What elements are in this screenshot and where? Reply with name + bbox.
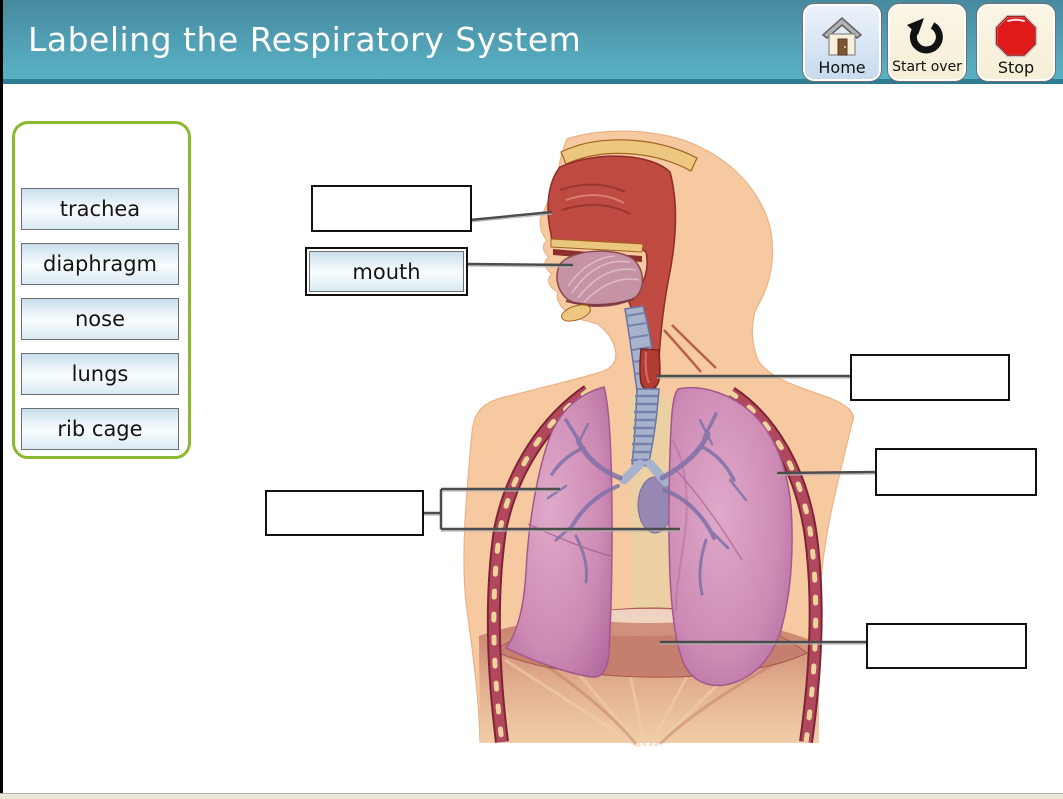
answer-box-nose[interactable]	[311, 185, 472, 232]
header-bar: Labeling the Respiratory System	[0, 0, 1063, 84]
rib-cage-band-left	[486, 385, 593, 745]
leader-bracket-lungs	[423, 487, 680, 531]
answer-box-diaphragm[interactable]	[866, 623, 1027, 669]
stop-button[interactable]: Stop	[976, 3, 1056, 82]
home-button-label: Home	[818, 58, 866, 77]
page-bottom-strip	[0, 793, 1063, 799]
start-over-button[interactable]: Start over	[887, 3, 967, 82]
leader-line-rib-cage	[776, 470, 878, 475]
page-title: Labeling the Respiratory System	[28, 20, 582, 59]
palate-bone	[550, 238, 644, 253]
stop-icon	[994, 14, 1038, 58]
word-bank-panel	[12, 121, 191, 459]
leader-line-nose	[469, 210, 553, 222]
esophagus	[639, 348, 661, 391]
nasal-cavity-pharynx	[547, 155, 677, 385]
trachea-neck	[624, 305, 657, 392]
leader-lines	[423, 213, 878, 645]
start-over-button-label: Start over	[892, 59, 962, 75]
abdominal-wall	[479, 615, 819, 742]
word-tile-nose[interactable]: nose	[21, 298, 179, 340]
rib-cage-band-right	[727, 387, 823, 745]
body-skin	[463, 130, 854, 743]
stop-button-label: Stop	[997, 58, 1035, 77]
page-left-border	[0, 0, 3, 799]
home-icon	[821, 16, 863, 56]
jaw-bone	[561, 304, 591, 322]
tongue	[556, 250, 644, 307]
answer-box-rib-cage[interactable]	[875, 448, 1037, 496]
answer-box-trachea[interactable]	[850, 354, 1010, 401]
restart-icon	[907, 18, 943, 54]
word-tile-trachea[interactable]: trachea	[21, 188, 179, 230]
left-lung	[504, 386, 613, 678]
leader-line-mouth	[465, 262, 574, 267]
right-lung	[668, 387, 793, 687]
answer-box-mouth[interactable]: mouth	[305, 247, 468, 296]
skull-bone	[560, 139, 698, 172]
home-button[interactable]: Home	[802, 3, 882, 82]
diaphragm	[492, 607, 808, 678]
word-tile-lungs[interactable]: lungs	[21, 353, 179, 395]
answer-box-lungs[interactable]	[265, 490, 424, 536]
word-tile-rib-cage[interactable]: rib cage	[21, 408, 179, 450]
trachea-chest	[631, 388, 660, 467]
word-tile-diaphragm[interactable]: diaphragm	[21, 243, 179, 285]
placed-tile-mouth[interactable]: mouth	[309, 251, 464, 292]
